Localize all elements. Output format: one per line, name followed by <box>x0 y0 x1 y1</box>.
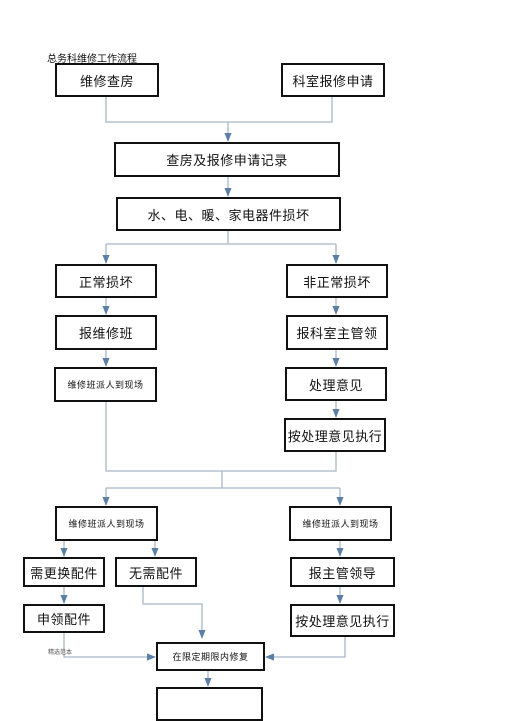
node-normal: 正常损坏 <box>55 264 157 298</box>
node-no-parts: 无需配件 <box>115 557 197 587</box>
node-report-leader: 报主管领导 <box>290 557 395 587</box>
arrow-get-parts-to-repair <box>63 633 156 661</box>
connector-dept-request <box>228 97 333 123</box>
node-get-parts: 申领配件 <box>23 604 105 633</box>
connector-left-merge <box>105 402 222 472</box>
node-abnormal: 非正常损坏 <box>286 264 388 298</box>
page-title: 总务科维修工作流程 <box>47 54 137 65</box>
node-team-dispatch-2: 维修班派人到现场 <box>55 506 158 541</box>
node-team-dispatch-3: 维修班派人到现场 <box>289 506 392 541</box>
node-execute-opinion-2: 按处理意见执行 <box>290 604 395 637</box>
node-execute-opinion-1: 按处理意见执行 <box>284 418 386 452</box>
node-damage: 水、电、暖、家电器件损坏 <box>116 197 341 231</box>
node-team-dispatch-1: 维修班派人到现场 <box>54 367 157 402</box>
arrow-no-parts-to-repair <box>142 587 206 639</box>
node-opinion: 处理意见 <box>285 367 387 401</box>
node-need-parts: 需更换配件 <box>23 557 105 587</box>
node-dept-request: 科室报修申请 <box>281 63 385 97</box>
node-repair: 在限定期限内修复 <box>156 642 265 671</box>
node-report-head: 报科室主管领 <box>286 315 388 350</box>
node-final-partial <box>156 687 263 721</box>
node-report-team: 报维修班 <box>55 315 157 350</box>
connector-inspection <box>105 97 228 123</box>
node-record: 查房及报修申请记录 <box>114 142 340 177</box>
arrow-execute-to-repair <box>265 637 346 661</box>
node-inspection: 维修查房 <box>55 63 159 97</box>
connector-right-merge <box>222 452 337 472</box>
side-note: 精选范本 <box>48 649 73 656</box>
